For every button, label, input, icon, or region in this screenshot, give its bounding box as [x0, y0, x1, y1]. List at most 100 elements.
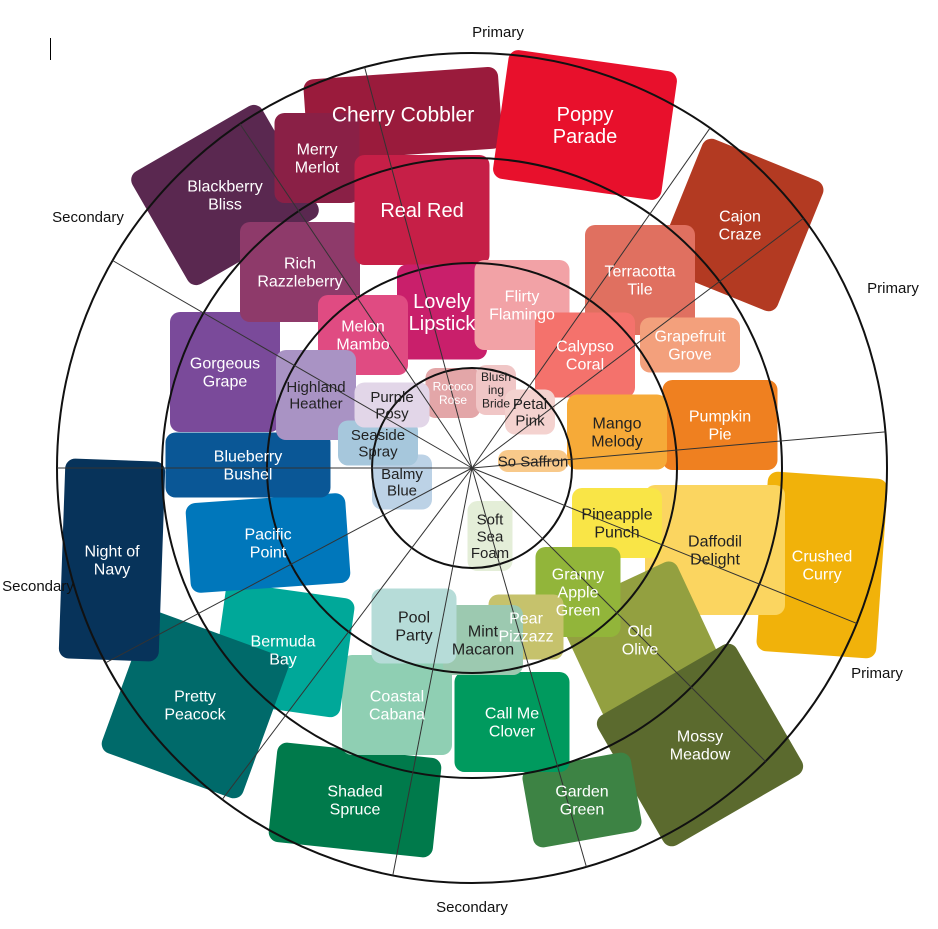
swatch-label-line: Shaded: [327, 784, 382, 801]
swatch-fill: [467, 501, 513, 571]
swatch-label-line: Cherry Cobbler: [332, 103, 474, 126]
swatch-fill: [170, 312, 280, 432]
swatch-label-line: Lipstick: [409, 313, 477, 335]
swatch-call-me-clover: [454, 672, 570, 772]
swatch-fill: [505, 389, 555, 435]
swatch-label-line: So Saffron: [498, 453, 569, 470]
swatch-merry-merlot: [274, 113, 360, 203]
spoke-line: [471, 217, 804, 469]
swatch-shaded-spruce: [268, 742, 442, 858]
swatch-label-line: Punch: [594, 525, 639, 542]
swatch-night-of-navy: [58, 458, 166, 662]
swatch-label-line: Tile: [627, 282, 652, 299]
swatch-fill: [522, 752, 642, 848]
swatch-label-line: Bermuda: [251, 634, 316, 651]
swatch-label-line: Pizzazz: [498, 629, 553, 646]
swatch-fill: [274, 113, 360, 203]
swatch-label-line: Pineapple: [581, 507, 652, 524]
swatch-label-line: Parade: [553, 126, 618, 148]
swatch-label-line: Posy: [375, 406, 409, 423]
swatch-label-line: Mossy: [677, 729, 723, 746]
swatch-blueberry-bushel: [165, 432, 331, 498]
swatch-label-line: Lovely: [413, 291, 471, 313]
swatch-label-line: Blackberry: [187, 179, 263, 196]
swatch-fill: [493, 50, 677, 200]
swatch-label-cherry-cobbler: Cherry Cobbler: [332, 103, 474, 126]
swatch-label-line: Craze: [719, 227, 762, 244]
swatch-label-line: Sea: [477, 528, 504, 545]
swatch-label-line: Curry: [802, 567, 841, 584]
swatch-label-line: Merlot: [295, 160, 340, 177]
swatch-fill: [640, 317, 740, 373]
spoke-line: [471, 431, 886, 469]
swatch-label-line: Purple: [370, 389, 413, 406]
spoke-line: [105, 467, 473, 664]
swatch-gorgeous-grape: [170, 312, 280, 432]
swatch-fill: [498, 450, 568, 472]
swatch-pool-party: [371, 588, 457, 664]
swatch-label-line: Pool: [398, 610, 430, 627]
swatch-label-line: Blueberry: [214, 449, 282, 466]
spoke-line: [112, 260, 473, 469]
swatch-label-real-red: Real Red: [380, 200, 463, 222]
swatch-fill: [756, 471, 888, 659]
swatch-label-line: Pretty: [174, 689, 216, 706]
swatch-label-line: Mango: [593, 416, 642, 433]
wheel-position-label: Secondary: [436, 899, 508, 916]
swatch-garden-green: [522, 752, 642, 848]
spoke-line: [392, 467, 473, 876]
swatch-label-line: Daffodil: [688, 534, 742, 551]
swatch-label-line: Grape: [203, 374, 248, 391]
swatch-fill: [596, 643, 804, 847]
swatch-pacific-point: [185, 493, 351, 593]
swatch-label-line: Heather: [289, 396, 342, 413]
swatch-grapefruit-grove: [640, 317, 740, 373]
swatch-fill: [185, 493, 351, 593]
swatch-terracotta-tile: [585, 225, 695, 335]
spoke-line: [471, 127, 711, 469]
swatch-fill: [585, 225, 695, 335]
swatch-label-line: Garden: [555, 784, 608, 801]
swatch-label-line: Melody: [591, 434, 643, 451]
swatch-fill: [443, 605, 523, 675]
swatch-label-line: Navy: [94, 562, 130, 579]
wheel-position-label: Secondary: [52, 209, 124, 226]
swatch-label-line: Blush: [481, 370, 511, 384]
spoke-lines: [57, 67, 886, 876]
swatch-coastal-cabana: [342, 655, 452, 755]
swatch-soft-sea-foam: [467, 501, 513, 571]
swatch-label-line: Crushed: [792, 549, 852, 566]
swatch-seaside-spray: [338, 420, 418, 466]
swatch-label-line: Rose: [439, 393, 467, 407]
swatch-calypso-coral: [535, 312, 635, 398]
swatch-label-line: Granny: [552, 567, 604, 584]
swatch-layer: [58, 50, 888, 858]
swatch-label-line: Calypso: [556, 339, 614, 356]
swatch-pineapple-punch: [572, 488, 662, 558]
swatch-label-line: Meadow: [670, 747, 731, 764]
swatch-fill: [276, 350, 356, 440]
swatch-label-line: Olive: [622, 642, 659, 659]
swatch-label-line: Point: [250, 545, 287, 562]
swatch-label-line: Spruce: [330, 802, 381, 819]
